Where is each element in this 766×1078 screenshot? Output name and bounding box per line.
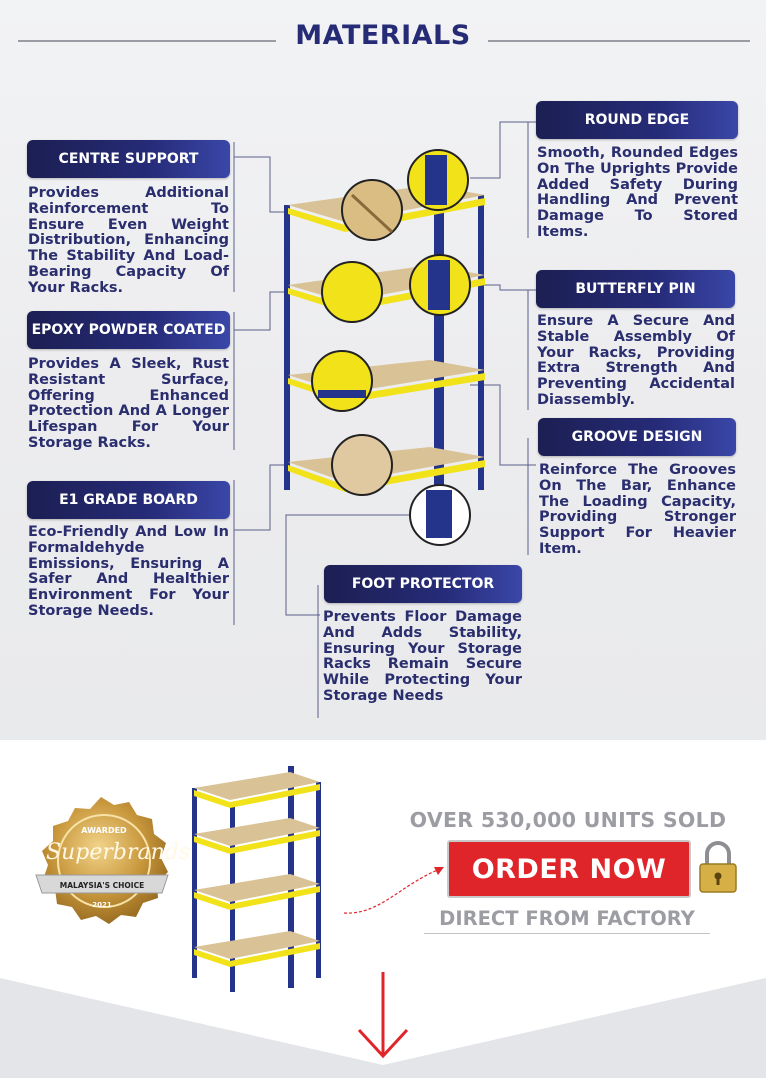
badge-awarded: AWARDED <box>81 826 127 835</box>
desc-foot-protector: Prevents Floor Damage And Adds Stability… <box>323 609 522 704</box>
label-foot-protector: FOOT PROTECTOR <box>324 565 522 603</box>
desc-epoxy-powder-coated: Provides A Sleek, Rust Resistant Surface… <box>28 356 229 451</box>
label-butterfly-pin: BUTTERFLY PIN <box>536 270 735 308</box>
lock-icon <box>699 841 737 893</box>
page-title: MATERIALS <box>295 20 471 51</box>
units-sold-text: OVER 530,000 UNITS SOLD <box>409 808 727 832</box>
desc-round-edge: Smooth, Rounded Edges On The Uprights Pr… <box>537 145 738 240</box>
label-round-edge: ROUND EDGE <box>536 101 738 139</box>
order-now-button[interactable]: ORDER NOW <box>447 840 691 898</box>
curved-arrow-icon <box>343 867 444 914</box>
bottom-background-shape <box>0 978 766 1078</box>
label-groove-design: GROOVE DESIGN <box>538 418 736 456</box>
rack-product-image <box>192 766 321 992</box>
rack-illustration <box>233 121 536 718</box>
desc-butterfly-pin: Ensure A Secure And Stable Assembly Of Y… <box>537 313 735 408</box>
label-e1-grade-board: E1 GRADE BOARD <box>27 481 230 519</box>
header-rule-right <box>488 40 750 42</box>
desc-centre-support: Provides Additional Reinforcement To Ens… <box>28 185 229 296</box>
badge-brand: Superbrands <box>46 840 191 865</box>
superbrands-badge <box>35 797 169 924</box>
desc-groove-design: Reinforce The Grooves On The Bar, Enhanc… <box>539 462 736 557</box>
header-rule-left <box>18 40 276 42</box>
badge-year: 2021 <box>92 901 112 909</box>
badge-country: MALAYSIA'S CHOICE <box>59 881 145 890</box>
direct-from-factory-text: DIRECT FROM FACTORY <box>424 907 710 934</box>
label-centre-support: CENTRE SUPPORT <box>27 140 230 178</box>
desc-e1-grade-board: Eco-Friendly And Low In Formaldehyde Emi… <box>28 524 229 619</box>
down-arrow-icon[interactable] <box>355 970 411 1062</box>
label-epoxy-powder-coated: EPOXY POWDER COATED <box>27 311 230 349</box>
rack-uprights <box>284 160 484 505</box>
